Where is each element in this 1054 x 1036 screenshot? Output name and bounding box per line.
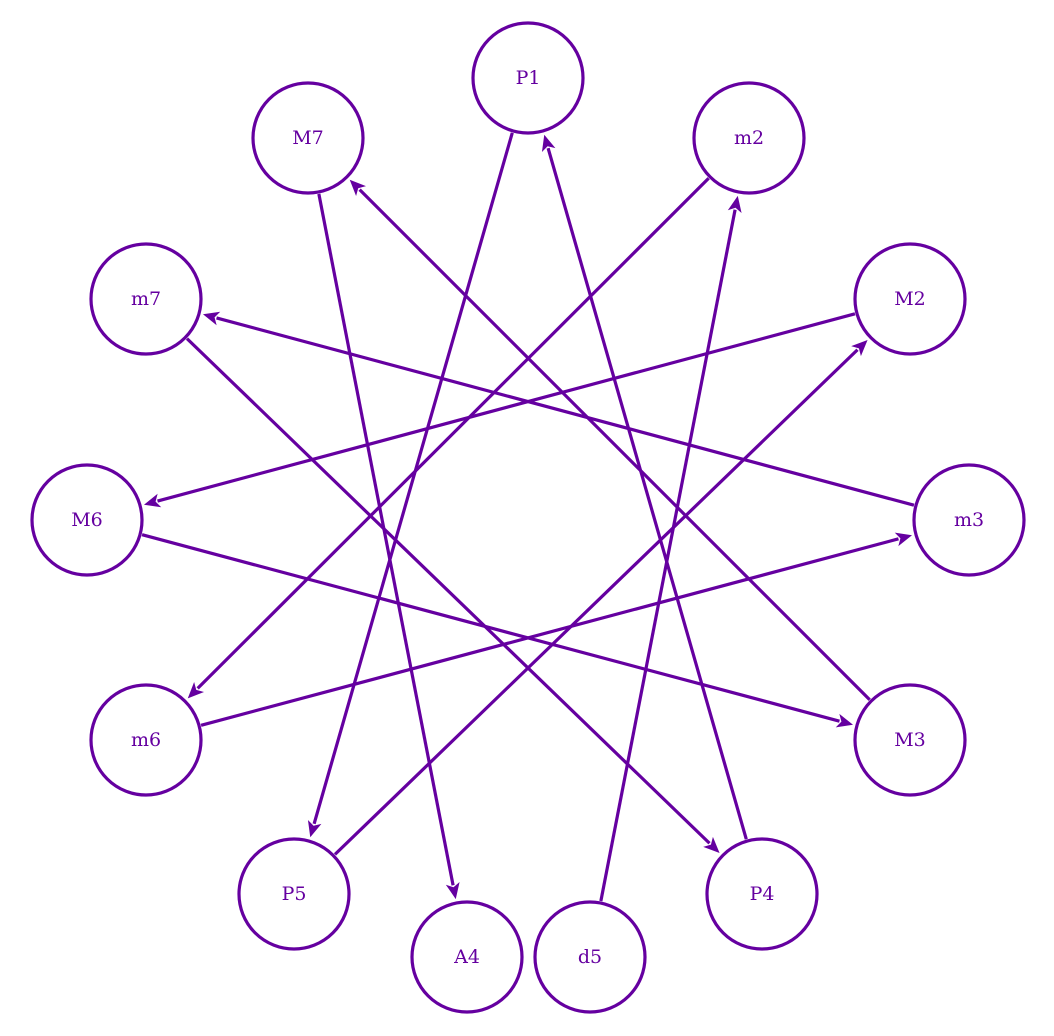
node-circle [692, 81, 806, 195]
edge-M2-to-M6 [157, 312, 856, 503]
edge-d5-to-m2 [599, 209, 737, 902]
arrowhead-icon [851, 339, 868, 357]
node-circle [533, 900, 647, 1014]
node-label: m7 [131, 288, 161, 310]
node-circle [237, 837, 351, 951]
node-P1: P1 [471, 21, 585, 135]
node-m2: m2 [692, 81, 806, 195]
node-m3: m3 [912, 463, 1026, 577]
node-circle [853, 683, 967, 797]
node-label: M7 [292, 127, 324, 149]
node-label: d5 [578, 946, 602, 968]
arrowhead-icon [349, 179, 366, 196]
arrowhead-icon [727, 195, 742, 213]
arrowhead-icon [703, 836, 720, 854]
node-label: m6 [131, 729, 161, 751]
edge-m3-to-m7 [216, 316, 915, 507]
node-label: M3 [894, 729, 926, 751]
arrowhead-icon [202, 311, 221, 326]
node-P4: P4 [705, 837, 819, 951]
node-circle [30, 463, 144, 577]
arrowhead-icon [187, 682, 205, 699]
edge-m6-to-m3 [200, 537, 899, 727]
node-label: P1 [516, 67, 541, 89]
node-circle [89, 242, 203, 356]
node-m7: m7 [89, 242, 203, 356]
node-circle [853, 242, 967, 356]
edge-m2-to-m6 [196, 177, 710, 690]
node-P5: P5 [237, 837, 351, 951]
node-d5: d5 [533, 900, 647, 1014]
edge-P5-to-M2 [333, 348, 859, 856]
node-M6: M6 [30, 463, 144, 577]
edge-M7-to-A4 [317, 193, 455, 886]
edge-P1-to-P5 [312, 132, 514, 825]
arrowhead-icon [445, 882, 460, 900]
edges [141, 132, 915, 902]
arrowhead-icon [307, 819, 322, 838]
arrowhead-icon [541, 134, 556, 153]
node-circle [912, 463, 1026, 577]
node-M7: M7 [251, 81, 365, 195]
edge-M6-to-M3 [141, 533, 840, 723]
node-A4: A4 [410, 900, 524, 1014]
node-circle [471, 21, 585, 135]
node-m6: m6 [89, 683, 203, 797]
node-circle [410, 900, 524, 1014]
node-circle [251, 81, 365, 195]
node-circle [705, 837, 819, 951]
node-M3: M3 [853, 683, 967, 797]
edge-M3-to-M7 [358, 188, 871, 701]
node-M2: M2 [853, 242, 967, 356]
arrowhead-icon [894, 532, 913, 547]
node-label: m2 [734, 127, 764, 149]
edge-P4-to-P1 [546, 147, 748, 840]
arrowhead-icon [143, 493, 162, 508]
node-label: P5 [282, 883, 307, 905]
edge-m7-to-P4 [185, 337, 711, 845]
node-label: P4 [750, 883, 775, 905]
node-label: A4 [453, 946, 480, 968]
node-label: M6 [71, 509, 103, 531]
node-label: m3 [954, 509, 984, 531]
node-circle [89, 683, 203, 797]
node-label: M2 [894, 288, 926, 310]
arrowhead-icon [835, 713, 854, 728]
